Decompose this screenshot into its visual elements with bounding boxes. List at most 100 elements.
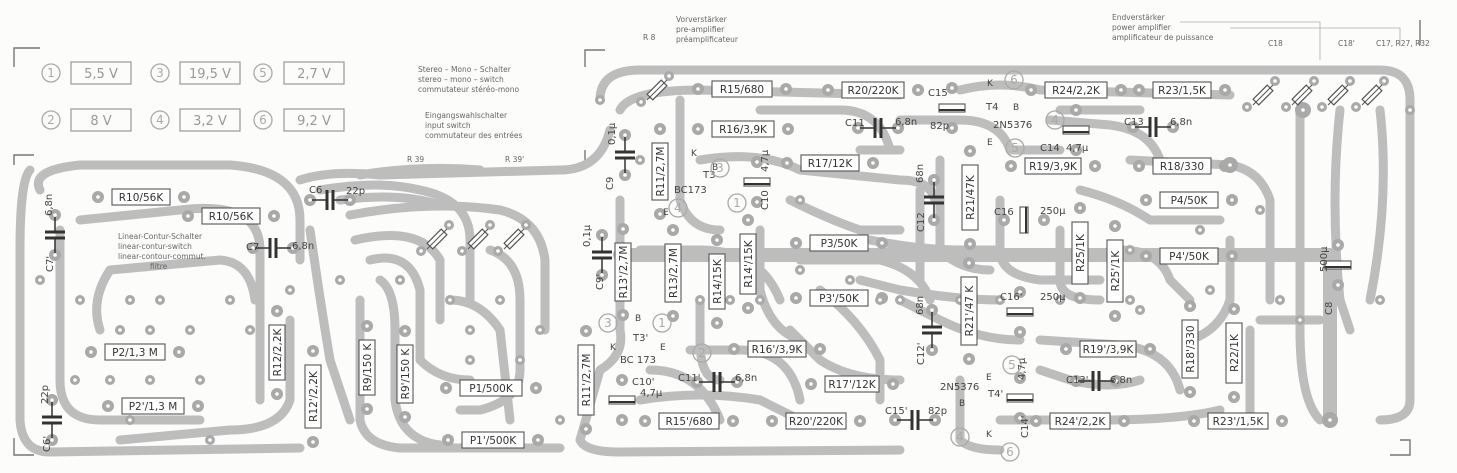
pad-hole [158, 298, 162, 302]
legend-item-6: 6 [253, 110, 273, 130]
svg-text:2: 2 [47, 113, 55, 127]
pad-hole [584, 427, 588, 431]
capacitor-c15 [938, 103, 966, 113]
c9-value: 0,1µ [607, 122, 618, 145]
svg-text:6: 6 [1010, 73, 1018, 87]
pad-hole [695, 380, 699, 384]
c9-prime-value: 0,1µ [582, 224, 593, 247]
pad-hole [848, 278, 852, 282]
resistor-r17-label: R17/12K [808, 158, 854, 170]
pad-hole [403, 415, 407, 419]
pad-hole [1336, 283, 1340, 287]
voltage-point-6: 6 [1004, 70, 1024, 90]
pad-hole [643, 419, 647, 423]
pad-hole [880, 241, 884, 245]
trimmer-r32 [1361, 84, 1383, 106]
pad-hole [1074, 148, 1078, 152]
resistor-r12: R12/2,2K [268, 324, 286, 381]
pad-hole [715, 238, 719, 242]
c11-prime-value: 6,8n [735, 373, 757, 384]
t3-k-label: K [691, 149, 698, 159]
c14-label: C14 [1040, 143, 1060, 154]
pad-hole [78, 298, 82, 302]
potentiometer-p3-prime-label: P3'/50K [819, 293, 860, 305]
resistor-r17-prime-label: R17'/12K [828, 379, 876, 391]
potentiometer-p4-prime-label: P4'/50K [1169, 251, 1210, 263]
c7-prime-label: C7' [45, 256, 56, 272]
pad-hole [1284, 105, 1288, 109]
capacitor-c7-prime [45, 217, 65, 253]
pad-hole [186, 214, 190, 218]
resistor-r18-label: R18/330 [1160, 161, 1204, 173]
pad-hole [1312, 79, 1316, 83]
t4-b-label: B [1013, 103, 1019, 113]
voltage-point-4b: 4 [1045, 110, 1065, 130]
voltage-point-3-prime: 3 [598, 313, 618, 333]
pad-hole [735, 380, 739, 384]
resistor-r15-label: R15/680 [720, 84, 764, 96]
c7-value: 6,8n [292, 241, 314, 252]
t3-b-label: B [712, 163, 718, 173]
c6-value: 22p [346, 186, 365, 197]
capacitor-c6 [312, 190, 348, 210]
pad-hole [308, 198, 312, 202]
resistor-r17: R17/12K [800, 154, 860, 172]
resistor-r12-prime-label: R12'/2,2K [308, 370, 320, 422]
pad-hole [106, 404, 110, 408]
pad-hole [1128, 298, 1132, 302]
pad-hole [671, 228, 675, 232]
pad-hole [1188, 304, 1192, 308]
voltage-point-2-prime: 2 [692, 343, 712, 363]
pad-hole [1144, 198, 1148, 202]
svg-text:1: 1 [47, 66, 55, 80]
pad-hole [1408, 108, 1412, 112]
c16-label: C16 [994, 207, 1014, 218]
c13-label: C13 [1124, 117, 1144, 128]
c9-label: C9 [605, 177, 616, 190]
pad-hole [398, 278, 402, 282]
pad-hole [896, 126, 900, 130]
pad-hole [128, 418, 132, 422]
pad-hole [715, 321, 719, 325]
pad-hole [1273, 79, 1277, 83]
resistor-r18: R18/330 [1152, 157, 1212, 175]
resistor-r9-prime-label: R9'/150 K [400, 348, 412, 400]
svg-text:8 V: 8 V [90, 114, 111, 129]
potentiometer-p1: P1/500K [459, 379, 523, 397]
pad-hole [1198, 228, 1202, 232]
pad-hole [1382, 79, 1386, 83]
pad-hole [1278, 298, 1282, 302]
pad-hole [871, 161, 875, 165]
pad-hole [1298, 318, 1302, 322]
resistor-r17-prime: R17'/12K [824, 375, 880, 393]
resistor-r13-prime: R13'/2,7M [614, 242, 632, 302]
pad-hole [1144, 254, 1148, 258]
c7-label: C7 [246, 242, 259, 253]
pad-hole [798, 198, 802, 202]
pad-hole [1009, 164, 1013, 168]
pad-hole [128, 298, 132, 302]
pad-hole [96, 195, 100, 199]
t3p-k-label: K [610, 343, 617, 353]
pad-hole [1171, 125, 1175, 129]
pad-hole [365, 324, 369, 328]
c9-prime-label: C9' [595, 274, 606, 290]
resistor-r10-prime: R10/56K [201, 207, 261, 225]
pad-hole [228, 298, 232, 302]
pad-hole [1122, 419, 1126, 423]
input-note-en: input switch [425, 121, 471, 130]
c15-value: 82p [930, 121, 949, 132]
potentiometer-p2-prime-label: P2'/1,3 M [129, 401, 178, 413]
pad-hole [932, 178, 936, 182]
legend-item-1: 1 [41, 63, 61, 83]
crop-marks [13, 20, 1421, 456]
resistor-r24: R24/2,2K [1044, 81, 1108, 99]
resistor-r19-prime: R19'/3,9K [1079, 340, 1137, 358]
pad-hole [623, 133, 627, 137]
resistor-r21-label: R21/47K [965, 174, 977, 220]
resistor-r11-prime: R11'/2,7M [577, 344, 595, 416]
resistor-r12-prime: R12'/2,2K [304, 364, 322, 429]
pad-hole [746, 218, 750, 222]
resistor-r18-prime-label: R18'/330 [1185, 325, 1197, 372]
potentiometer-p1-prime-label: P1'/500K [470, 435, 517, 447]
